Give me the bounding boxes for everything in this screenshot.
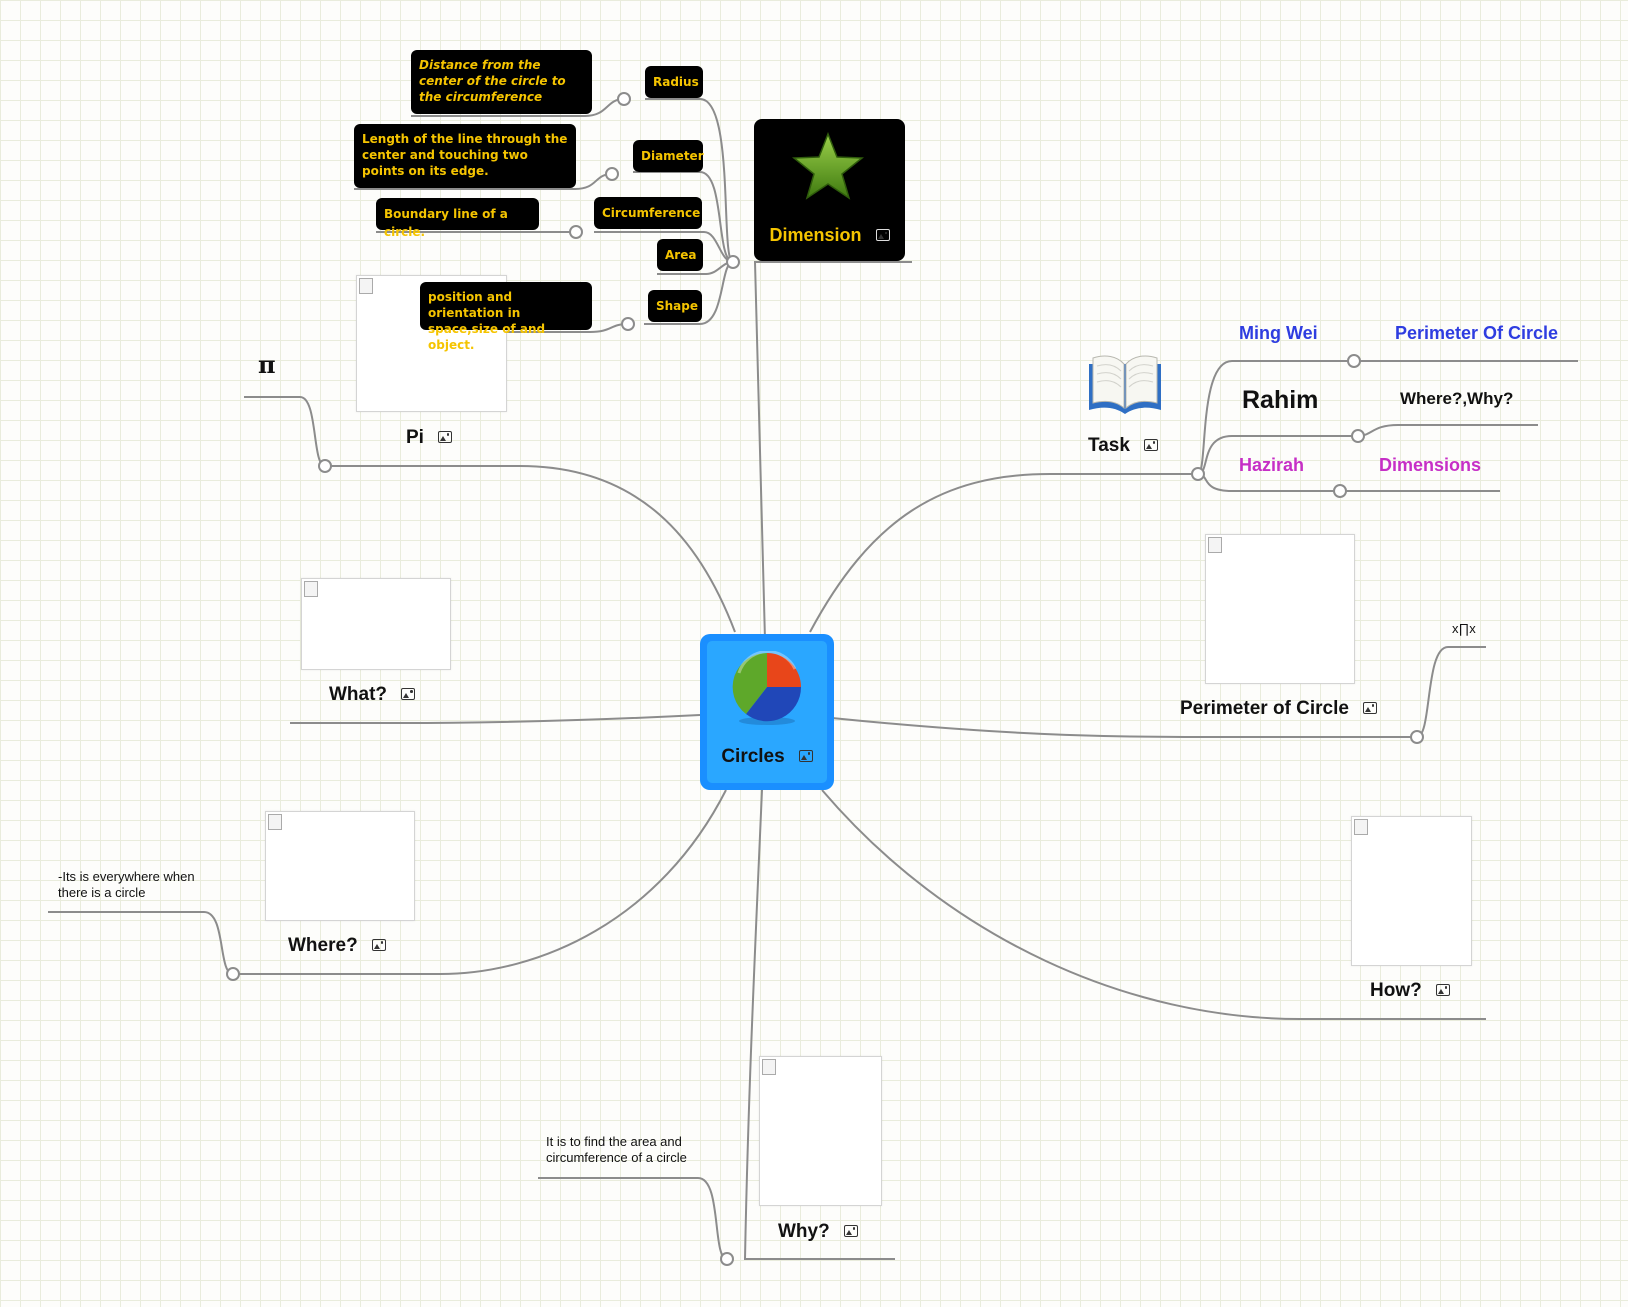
perimeter-formula: x∏x (1452, 621, 1476, 636)
connector-rahim-job (1357, 424, 1538, 437)
connector-central-pi (325, 465, 736, 633)
connector-central-task (809, 473, 1198, 633)
circumference-note: Boundary line of a circle. (376, 198, 539, 239)
pi-symbol: π (258, 350, 276, 379)
image-icon[interactable] (1362, 701, 1377, 714)
connector-where-note (48, 911, 234, 975)
connector-central-how (821, 789, 1486, 1020)
connector-task-hazirah (1197, 473, 1500, 492)
central-topic-row: Circles (707, 745, 827, 769)
task-job-mingwei[interactable]: Perimeter Of Circle (1395, 323, 1559, 343)
pi-topic[interactable]: Pi (406, 426, 452, 450)
connector-pi-symbol (244, 396, 326, 467)
image-icon[interactable] (371, 938, 386, 951)
image-icon[interactable] (401, 687, 416, 700)
what-image[interactable] (301, 578, 451, 670)
connector-why-note (538, 1177, 728, 1260)
connector-dot-circumference (569, 225, 583, 239)
connector-dot-perimeter (1410, 730, 1424, 744)
image-icon[interactable] (798, 749, 813, 762)
circumference-node[interactable]: Circumference (594, 197, 702, 229)
connector-dot-pi (318, 459, 332, 473)
radius-note: Distance from the center of the circle t… (411, 50, 592, 114)
connector-dot-diameter (605, 167, 619, 181)
connector-central-what (290, 714, 701, 724)
image-icon[interactable] (843, 1224, 858, 1237)
connector-dot-mingwei (1347, 354, 1361, 368)
connector-central-why (743, 789, 895, 1260)
perimeter-image[interactable] (1205, 534, 1355, 684)
dimension-topic-row: Dimension (754, 223, 905, 247)
connector-dot-radius (617, 92, 631, 106)
central-topic[interactable]: Circles (700, 634, 834, 790)
task-member-mingwei[interactable]: Ming Wei (1239, 323, 1318, 343)
radius-node[interactable]: Radius (645, 66, 703, 98)
perimeter-topic-label: Perimeter of Circle (1180, 698, 1349, 719)
connector-perimeter-formula (1416, 646, 1486, 738)
dimension-topic[interactable]: Dimension (754, 119, 905, 261)
connector-dot-why (720, 1252, 734, 1266)
central-topic-label: Circles (721, 746, 785, 767)
how-image[interactable] (1351, 816, 1472, 966)
perimeter-topic[interactable]: Perimeter of Circle (1180, 697, 1377, 721)
what-topic-label: What? (329, 684, 388, 705)
connector-dot-where (226, 967, 240, 981)
what-topic[interactable]: What? (329, 683, 416, 707)
why-note: It is to find the area and circumference… (546, 1134, 687, 1165)
connector-dimension-radius (645, 98, 734, 263)
diameter-note: Length of the line through the center an… (354, 124, 576, 188)
where-topic[interactable]: Where? (288, 934, 386, 958)
where-note: -Its is everywhere when there is a circl… (58, 869, 195, 900)
image-icon[interactable] (875, 229, 890, 242)
connector-dot-dimension (726, 255, 740, 269)
area-node[interactable]: Area (657, 239, 703, 271)
task-job-hazirah[interactable]: Dimensions (1379, 455, 1482, 475)
where-topic-label: Where? (288, 935, 358, 956)
connector-dot-rahim (1351, 429, 1365, 443)
shape-node[interactable]: Shape (648, 290, 702, 322)
image-icon[interactable] (1435, 983, 1450, 996)
task-topic[interactable]: Task (1088, 434, 1158, 458)
connector-central-dimension (753, 261, 912, 641)
how-topic-label: How? (1370, 980, 1422, 1001)
connector-dot-task (1191, 467, 1205, 481)
task-job-rahim[interactable]: Where?,Why? (1400, 389, 1514, 408)
connector-central-perimeter (831, 717, 1417, 738)
where-image[interactable] (265, 811, 415, 921)
pie-chart-icon (732, 651, 802, 725)
shape-note: position and orientation in space,size o… (420, 282, 592, 352)
why-topic[interactable]: Why? (778, 1220, 858, 1244)
image-icon[interactable] (437, 430, 452, 443)
pi-topic-label: Pi (406, 427, 424, 448)
connector-dot-shape (621, 317, 635, 331)
connector-central-where (233, 789, 727, 975)
book-icon (1089, 355, 1161, 414)
dimension-topic-label: Dimension (769, 225, 862, 245)
why-image[interactable] (759, 1056, 882, 1206)
star-icon (792, 132, 864, 200)
task-member-rahim[interactable]: Rahim (1242, 386, 1319, 414)
why-topic-label: Why? (778, 1221, 830, 1242)
connector-dot-hazirah (1333, 484, 1347, 498)
task-member-hazirah[interactable]: Hazirah (1239, 455, 1305, 475)
how-topic[interactable]: How? (1370, 979, 1450, 1003)
image-icon[interactable] (1143, 438, 1158, 451)
task-topic-label: Task (1088, 435, 1130, 456)
diameter-node[interactable]: Diameter (633, 140, 704, 172)
